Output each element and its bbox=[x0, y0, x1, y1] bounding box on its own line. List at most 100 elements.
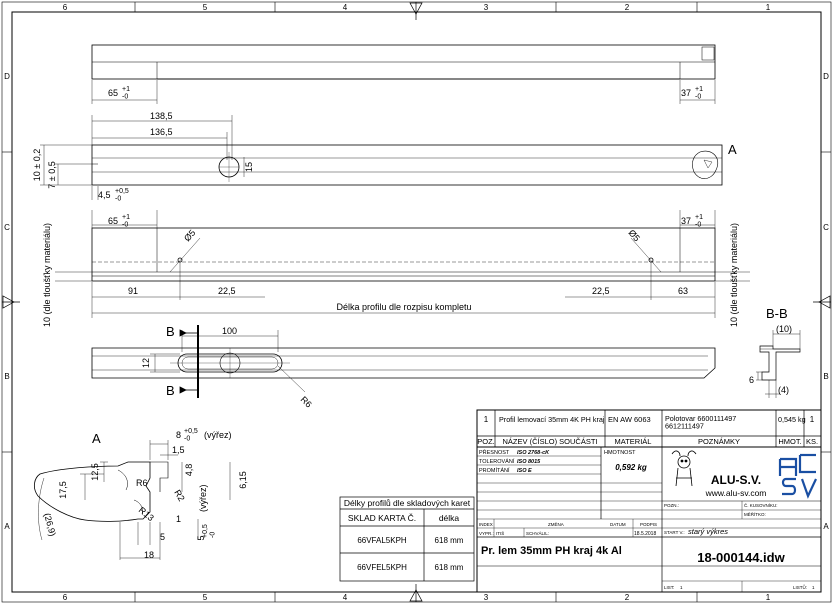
table-cell: 66VFEL5KPH bbox=[357, 563, 407, 572]
hole-view-dims: 138,5 136,5 15 10 ± 0,2 7 ± 0,5 4,5 +0,5… bbox=[32, 111, 737, 202]
row-label: A bbox=[4, 522, 10, 531]
col-label: 1 bbox=[766, 3, 771, 12]
dim-tol: +0,5-0 bbox=[202, 524, 216, 538]
dim-65-mid: 65 bbox=[108, 216, 118, 226]
col-label: 6 bbox=[63, 593, 68, 602]
length-table-header: SKLAD KARTA Č. bbox=[348, 513, 416, 523]
dim-10: 10 ± 0,2 bbox=[32, 149, 42, 181]
col-label: 5 bbox=[203, 593, 208, 602]
length-view bbox=[55, 210, 750, 318]
bb-dim-6: 6 bbox=[749, 375, 754, 385]
section-bb-dims: B-B (10) 6 (4) bbox=[749, 306, 792, 395]
col-label: 1 bbox=[766, 593, 771, 602]
dim-tol: +1-0 bbox=[695, 214, 703, 228]
dim-7: 7 ± 0,5 bbox=[47, 161, 57, 188]
length-table bbox=[339, 496, 475, 582]
listu-label: LISTŮ: bbox=[793, 584, 807, 590]
hmotnost-label: HMOTNOST bbox=[604, 450, 636, 456]
company-name: ALU-S.V. bbox=[711, 473, 761, 487]
dim-15: 15 bbox=[244, 162, 254, 172]
detail-a-dims: A 8 +0,5-0 (výřez) 1,5 12,5 17,5 4,8 6,1… bbox=[42, 428, 248, 560]
schvalil-label: SCHVÁLIL: bbox=[526, 530, 549, 536]
podpis-label: PODPIS bbox=[640, 522, 657, 527]
det-dim-26-9: (26,9) bbox=[42, 512, 58, 537]
list-label: LIST: bbox=[664, 585, 674, 590]
det-dim-12-5: 12,5 bbox=[90, 463, 100, 481]
hmotnost-value: 0,592 kg bbox=[615, 463, 647, 472]
det-dim-1-5: 1,5 bbox=[172, 445, 185, 455]
col-label: 4 bbox=[343, 3, 348, 12]
dim-tol: +0,5-0 bbox=[115, 188, 129, 202]
table-cell: 66VFAL5KPH bbox=[357, 536, 407, 545]
hdr-material: MATERIÁL bbox=[615, 437, 652, 446]
table-cell: 618 mm bbox=[435, 536, 464, 545]
thickness-left: 10 (dle tloušťky materiálu) bbox=[42, 223, 52, 327]
section-mark-bottom: B bbox=[166, 383, 175, 398]
part-qty: 1 bbox=[810, 415, 815, 424]
title-block-text: 1 Profil lemovací 35mm 4K PH kraj EN AW … bbox=[477, 414, 818, 590]
det-dim-6-15: 6,15 bbox=[238, 471, 248, 489]
dim-tol: +0,5-0 bbox=[184, 428, 198, 442]
presnost-value: ISO 2768-cK bbox=[517, 450, 550, 456]
det-dim-1: 1 bbox=[176, 514, 181, 524]
det-dim-17-5: 17,5 bbox=[58, 481, 68, 499]
dim-136-5: 136,5 bbox=[150, 127, 173, 137]
slot-view-dims: B B 100 12 R6 bbox=[141, 324, 314, 410]
detail-a bbox=[34, 440, 231, 560]
row-label: D bbox=[823, 72, 829, 81]
det-dim-r6: R6 bbox=[136, 478, 148, 488]
thickness-right: 10 (dle tloušťky materiálu) bbox=[729, 223, 739, 327]
col-label: 4 bbox=[343, 593, 348, 602]
det-dim-4-8: 4,8 bbox=[184, 464, 194, 477]
row-label: A bbox=[823, 522, 829, 531]
hdr-pos: POZ. bbox=[477, 437, 495, 446]
part-pos: 1 bbox=[484, 415, 489, 424]
part-name: Profil lemovací 35mm 4K PH kraj bbox=[499, 415, 605, 424]
dim-100: 100 bbox=[222, 326, 237, 336]
length-table-header: délka bbox=[439, 513, 460, 523]
dim-dia-right: Ø5 bbox=[627, 228, 642, 244]
length-table-text: Délky profilů dle skladových karet SKLAD… bbox=[344, 498, 471, 572]
company-logo-icon bbox=[778, 453, 817, 499]
top-profile-view bbox=[91, 44, 716, 104]
vypr-label: VYPR.: bbox=[479, 531, 494, 536]
det-dim-5: 5 bbox=[160, 532, 165, 542]
view-a-marker: A bbox=[728, 142, 737, 157]
hole-view bbox=[40, 115, 723, 200]
dim-91: 91 bbox=[128, 286, 138, 296]
dim-65-top: 65 bbox=[108, 88, 118, 98]
border-row-labels: D C B A D C B A bbox=[4, 72, 829, 531]
det-dim-r13: R13 bbox=[137, 505, 156, 523]
col-label: 3 bbox=[484, 593, 489, 602]
section-bb bbox=[756, 330, 801, 398]
det-dim-5v-note: (výřez) bbox=[198, 485, 208, 513]
col-label: 2 bbox=[625, 593, 630, 602]
hdr-weight: HMOT. bbox=[778, 437, 801, 446]
border-column-labels: 6 5 4 3 2 1 6 5 4 3 2 1 bbox=[63, 3, 771, 602]
vypr-value: ITIŠ bbox=[496, 530, 504, 536]
date-value: 18.5.2018 bbox=[634, 531, 656, 537]
bb-dim-4: (4) bbox=[778, 385, 789, 395]
drawing-title: Pr. lem 35mm PH kraj 4k Al bbox=[481, 545, 622, 557]
promitani-label: PROMÍTÁNÍ bbox=[479, 467, 510, 474]
section-mark-top: B bbox=[166, 324, 175, 339]
index-label: INDEX bbox=[479, 522, 493, 527]
start-value: starý výkres bbox=[688, 527, 728, 536]
row-label: C bbox=[4, 223, 10, 232]
kusovnik-label: Č. KUSOVNÍKU: bbox=[744, 502, 778, 508]
drawing-number: 18-000144.idw bbox=[697, 550, 785, 565]
dim-dia-left: Ø5 bbox=[182, 228, 197, 244]
col-label: 5 bbox=[203, 3, 208, 12]
dim-63: 63 bbox=[678, 286, 688, 296]
hdr-qty: KS. bbox=[806, 437, 818, 446]
detail-a-title: A bbox=[92, 431, 101, 446]
row-label: B bbox=[823, 372, 828, 381]
promitani-value: ISO E bbox=[517, 468, 532, 474]
zmena-label: ZMĚNA bbox=[548, 520, 564, 527]
dim-22-5-left: 22,5 bbox=[218, 286, 236, 296]
row-label: B bbox=[4, 372, 9, 381]
start-label: START V.: bbox=[664, 530, 685, 535]
top-view-dims: 65 +1-0 37 +1-0 bbox=[108, 86, 703, 100]
dim-37-mid: 37 bbox=[681, 216, 691, 226]
